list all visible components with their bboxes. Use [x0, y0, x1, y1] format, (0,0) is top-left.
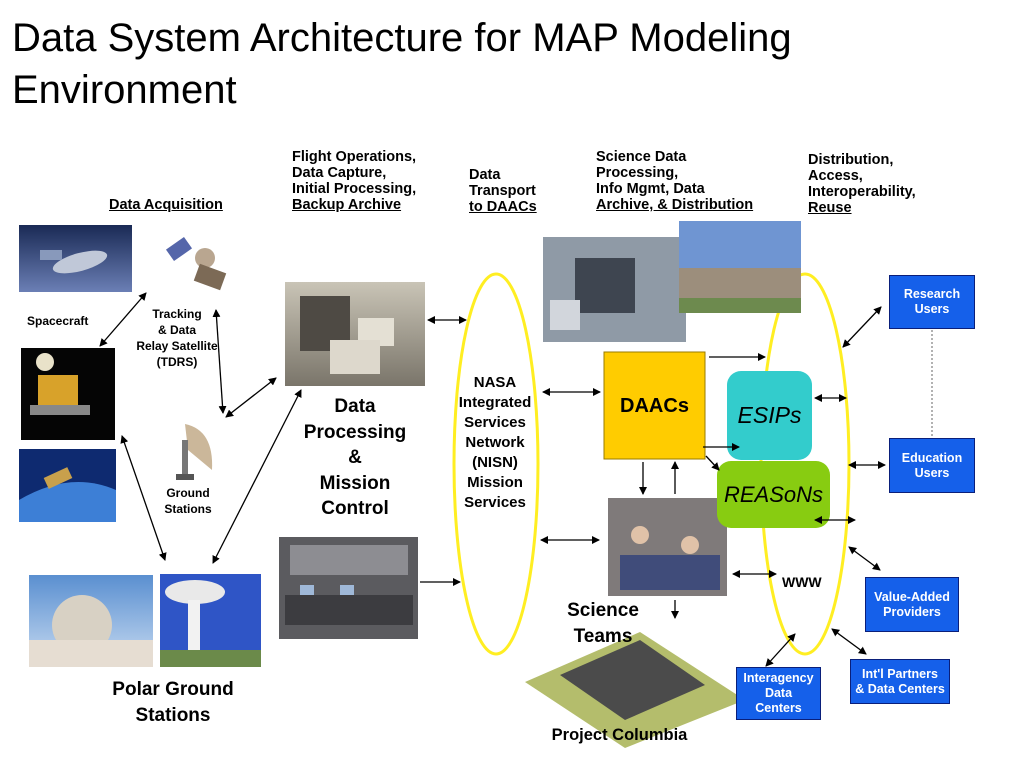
spacecraft-label: Spacecraft	[27, 314, 89, 328]
header-data-acquisition: Data Acquisition	[109, 197, 223, 213]
ground-stations-label: Ground Stations	[164, 486, 212, 516]
science-teams-label: Science Teams	[567, 600, 639, 647]
header-science-data: Science Data Processing, Info Mgmt, Data…	[596, 149, 754, 213]
reasons-label: REASoNs	[723, 482, 824, 507]
arrow-value-added	[848, 546, 881, 571]
tdrs-satellite-image	[165, 236, 227, 291]
header-data-transport: Data Transport to DAACs	[469, 167, 537, 215]
ground-station-dish-image	[176, 424, 213, 480]
project-columbia-label: Project Columbia	[551, 726, 688, 744]
page-title: Data System Architecture for MAP Modelin…	[12, 16, 792, 112]
arrow-spacecraft-tdrs	[99, 292, 147, 347]
esips-label: ESIPs	[737, 402, 802, 428]
header-distribution: Distribution, Access, Interoperability, …	[808, 152, 916, 216]
daacs-box	[603, 351, 706, 460]
daacs-label: DAACs	[620, 395, 689, 417]
daac-building-photo	[679, 221, 801, 313]
polar-ground-photo-1	[29, 575, 153, 667]
connector-arrows	[99, 292, 886, 667]
header-flight-operations: Flight Operations, Data Capture, Initial…	[292, 149, 417, 213]
arrow-spacecraft-polar	[120, 435, 167, 561]
nisn-label: NASA Integrated Services Network (NISN) …	[458, 374, 532, 511]
intl-partners-box: Int'l Partners& Data Centers	[850, 659, 950, 704]
spacecraft-photo-1	[19, 225, 132, 292]
arrow-ground-processing	[225, 377, 277, 418]
spacecraft-photo-2	[21, 348, 115, 440]
spacecraft-photo-3	[19, 449, 116, 522]
science-teams-photo	[608, 498, 727, 596]
polar-ground-stations-label: Polar Ground Stations	[112, 679, 234, 726]
arrow-intl-partners	[831, 628, 867, 655]
polar-ground-photo-2	[160, 574, 261, 667]
arrow-polar-processing	[212, 389, 302, 564]
data-processing-label: Data Processing & Mission Control	[303, 396, 407, 519]
esips-box	[727, 371, 812, 460]
tdrs-label: Tracking & Data Relay Satellite (TDRS)	[136, 307, 218, 369]
arrow-daacs-reasons	[705, 455, 720, 471]
www-label: WWW	[782, 574, 822, 590]
nisn-ellipse	[452, 272, 540, 656]
reasons-box	[717, 461, 830, 528]
daac-computer-room-photo	[543, 237, 686, 342]
arrow-interagency	[765, 633, 796, 667]
data-processing-photo	[285, 282, 425, 386]
project-columbia-image	[525, 632, 745, 748]
mission-control-photo	[279, 537, 418, 639]
arrow-research-users	[842, 306, 882, 348]
